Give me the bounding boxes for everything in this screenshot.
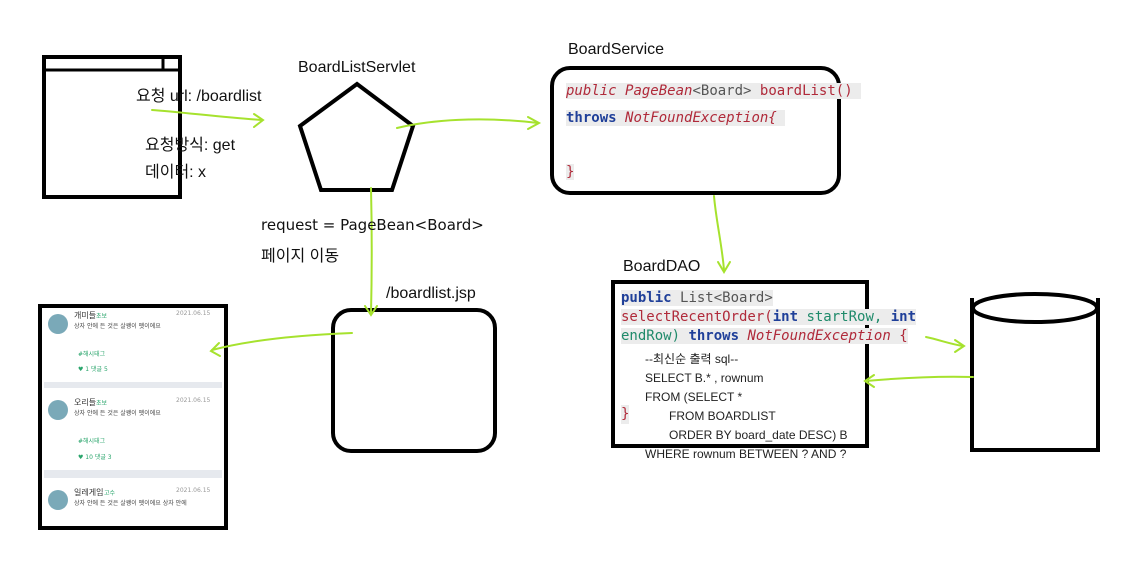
post-stats: ♥ 1 댓글 5 bbox=[78, 366, 108, 373]
jsp-label: /boardlist.jsp bbox=[386, 285, 476, 302]
code-public: public bbox=[566, 83, 617, 99]
dao-sql-line-1: SELECT B.* , rownum bbox=[645, 371, 764, 385]
post-author: 일레게임 bbox=[74, 488, 104, 497]
dao-int1: int bbox=[772, 309, 799, 325]
post-date: 2021.06.15 bbox=[176, 487, 211, 494]
arrow-db-to-dao bbox=[865, 375, 974, 382]
dao-method: selectRecentOrder( bbox=[621, 309, 773, 325]
request-attribute-label: request = PageBean<Board> bbox=[261, 216, 484, 234]
code-gt: > bbox=[743, 83, 752, 99]
arrow-browser-to-servlet bbox=[151, 109, 263, 121]
dao-exception: NotFoundException bbox=[747, 328, 891, 344]
dao-int2: int bbox=[890, 309, 917, 325]
arrow-dao-to-db bbox=[925, 336, 964, 347]
post-card: 일레게임 고수 2021.06.15 상자 안에 든 것은 살쾡이 펫이에요 상… bbox=[44, 484, 222, 524]
dao-param2: endRow) bbox=[621, 328, 681, 344]
post-text: 상자 안에 든 것은 살쾡이 펫이에요 bbox=[74, 323, 161, 330]
avatar bbox=[48, 490, 68, 510]
database-cylinder bbox=[970, 292, 1100, 452]
avatar bbox=[48, 314, 68, 334]
page-move-label: 페이지 이동 bbox=[261, 248, 340, 265]
dao-board: Board bbox=[722, 290, 765, 306]
dao-gt: > bbox=[764, 290, 773, 306]
post-tag: 초보 bbox=[96, 400, 108, 407]
post-tag: 고수 bbox=[104, 490, 116, 497]
post-date: 2021.06.15 bbox=[176, 310, 211, 317]
post-card: 개미들 초보 2021.06.15 상자 안에 든 것은 살쾡이 펫이에요 #해… bbox=[44, 310, 222, 382]
post-hashtag: #해시태그 bbox=[78, 351, 106, 358]
servlet-pentagon bbox=[297, 81, 416, 192]
card-divider bbox=[44, 470, 222, 478]
arrow-service-to-dao bbox=[713, 195, 725, 271]
result-screenshot: 개미들 초보 2021.06.15 상자 안에 든 것은 살쾡이 펫이에요 #해… bbox=[44, 310, 222, 524]
dao-open-brace: { bbox=[899, 328, 908, 344]
post-hashtag: #해시태그 bbox=[78, 438, 106, 445]
dao-lt: < bbox=[713, 290, 723, 306]
dao-box bbox=[611, 280, 869, 448]
dao-list: List bbox=[680, 290, 714, 306]
code-lt: < bbox=[692, 83, 701, 99]
post-text: 상자 안에 든 것은 살쾡이 펫이에요 bbox=[74, 410, 161, 417]
browser-request-data: 데이터: x bbox=[145, 164, 207, 181]
dao-sql-line-4: ORDER BY board_date DESC) B bbox=[669, 428, 848, 442]
card-divider bbox=[44, 382, 222, 388]
code-method: boardList() bbox=[759, 83, 853, 99]
service-label: BoardService bbox=[568, 41, 665, 58]
code-pagebean: PageBean bbox=[625, 83, 693, 99]
arrow-servlet-to-jsp bbox=[370, 187, 373, 315]
post-stats: ♥ 10 댓글 3 bbox=[78, 454, 112, 461]
post-author: 오리들 bbox=[74, 398, 97, 407]
dao-public: public bbox=[621, 290, 672, 306]
dao-param1: startRow, bbox=[806, 309, 883, 325]
post-tag: 초보 bbox=[96, 313, 108, 320]
post-author: 개미들 bbox=[74, 311, 97, 320]
dao-sql-line-2: FROM (SELECT * bbox=[645, 390, 743, 404]
dao-sql-line-5: WHERE rownum BETWEEN ? AND ? bbox=[645, 447, 847, 461]
avatar bbox=[48, 400, 68, 420]
arrow-jsp-to-screen bbox=[211, 332, 353, 351]
dao-throws: throws bbox=[688, 328, 740, 344]
code-board: Board bbox=[700, 83, 744, 99]
browser-window-shape bbox=[42, 55, 182, 199]
servlet-label: BoardListServlet bbox=[298, 59, 416, 76]
dao-sql-line-0: --최신순 출력 sql-- bbox=[645, 352, 739, 366]
dao-close-brace: } bbox=[621, 405, 630, 424]
dao-label: BoardDAO bbox=[623, 258, 701, 275]
code-close-brace: } bbox=[566, 164, 575, 180]
post-date: 2021.06.15 bbox=[176, 397, 211, 404]
dao-code-block: public List<Board> selectRecentOrder(int… bbox=[621, 289, 917, 346]
arrow-servlet-to-service bbox=[396, 118, 539, 129]
dao-sql-line-3: FROM BOARDLIST bbox=[669, 409, 776, 423]
service-box bbox=[550, 66, 841, 195]
code-throws: throws bbox=[566, 110, 617, 126]
service-code-block: public PageBean<Board> boardList() throw… bbox=[566, 82, 862, 182]
browser-request-method: 요청방식: get bbox=[145, 137, 236, 154]
browser-request-url: 요청 url: /boardlist bbox=[136, 88, 262, 105]
post-text: 상자 안에 든 것은 살쾡이 펫이에요 상자 안에 bbox=[74, 500, 187, 507]
jsp-box bbox=[331, 308, 497, 453]
post-card: 오리들 초보 2021.06.15 상자 안에 든 것은 살쾡이 펫이에요 #해… bbox=[44, 394, 222, 470]
code-exception: NotFoundException{ bbox=[625, 110, 777, 126]
result-screenshot-frame bbox=[38, 304, 228, 530]
